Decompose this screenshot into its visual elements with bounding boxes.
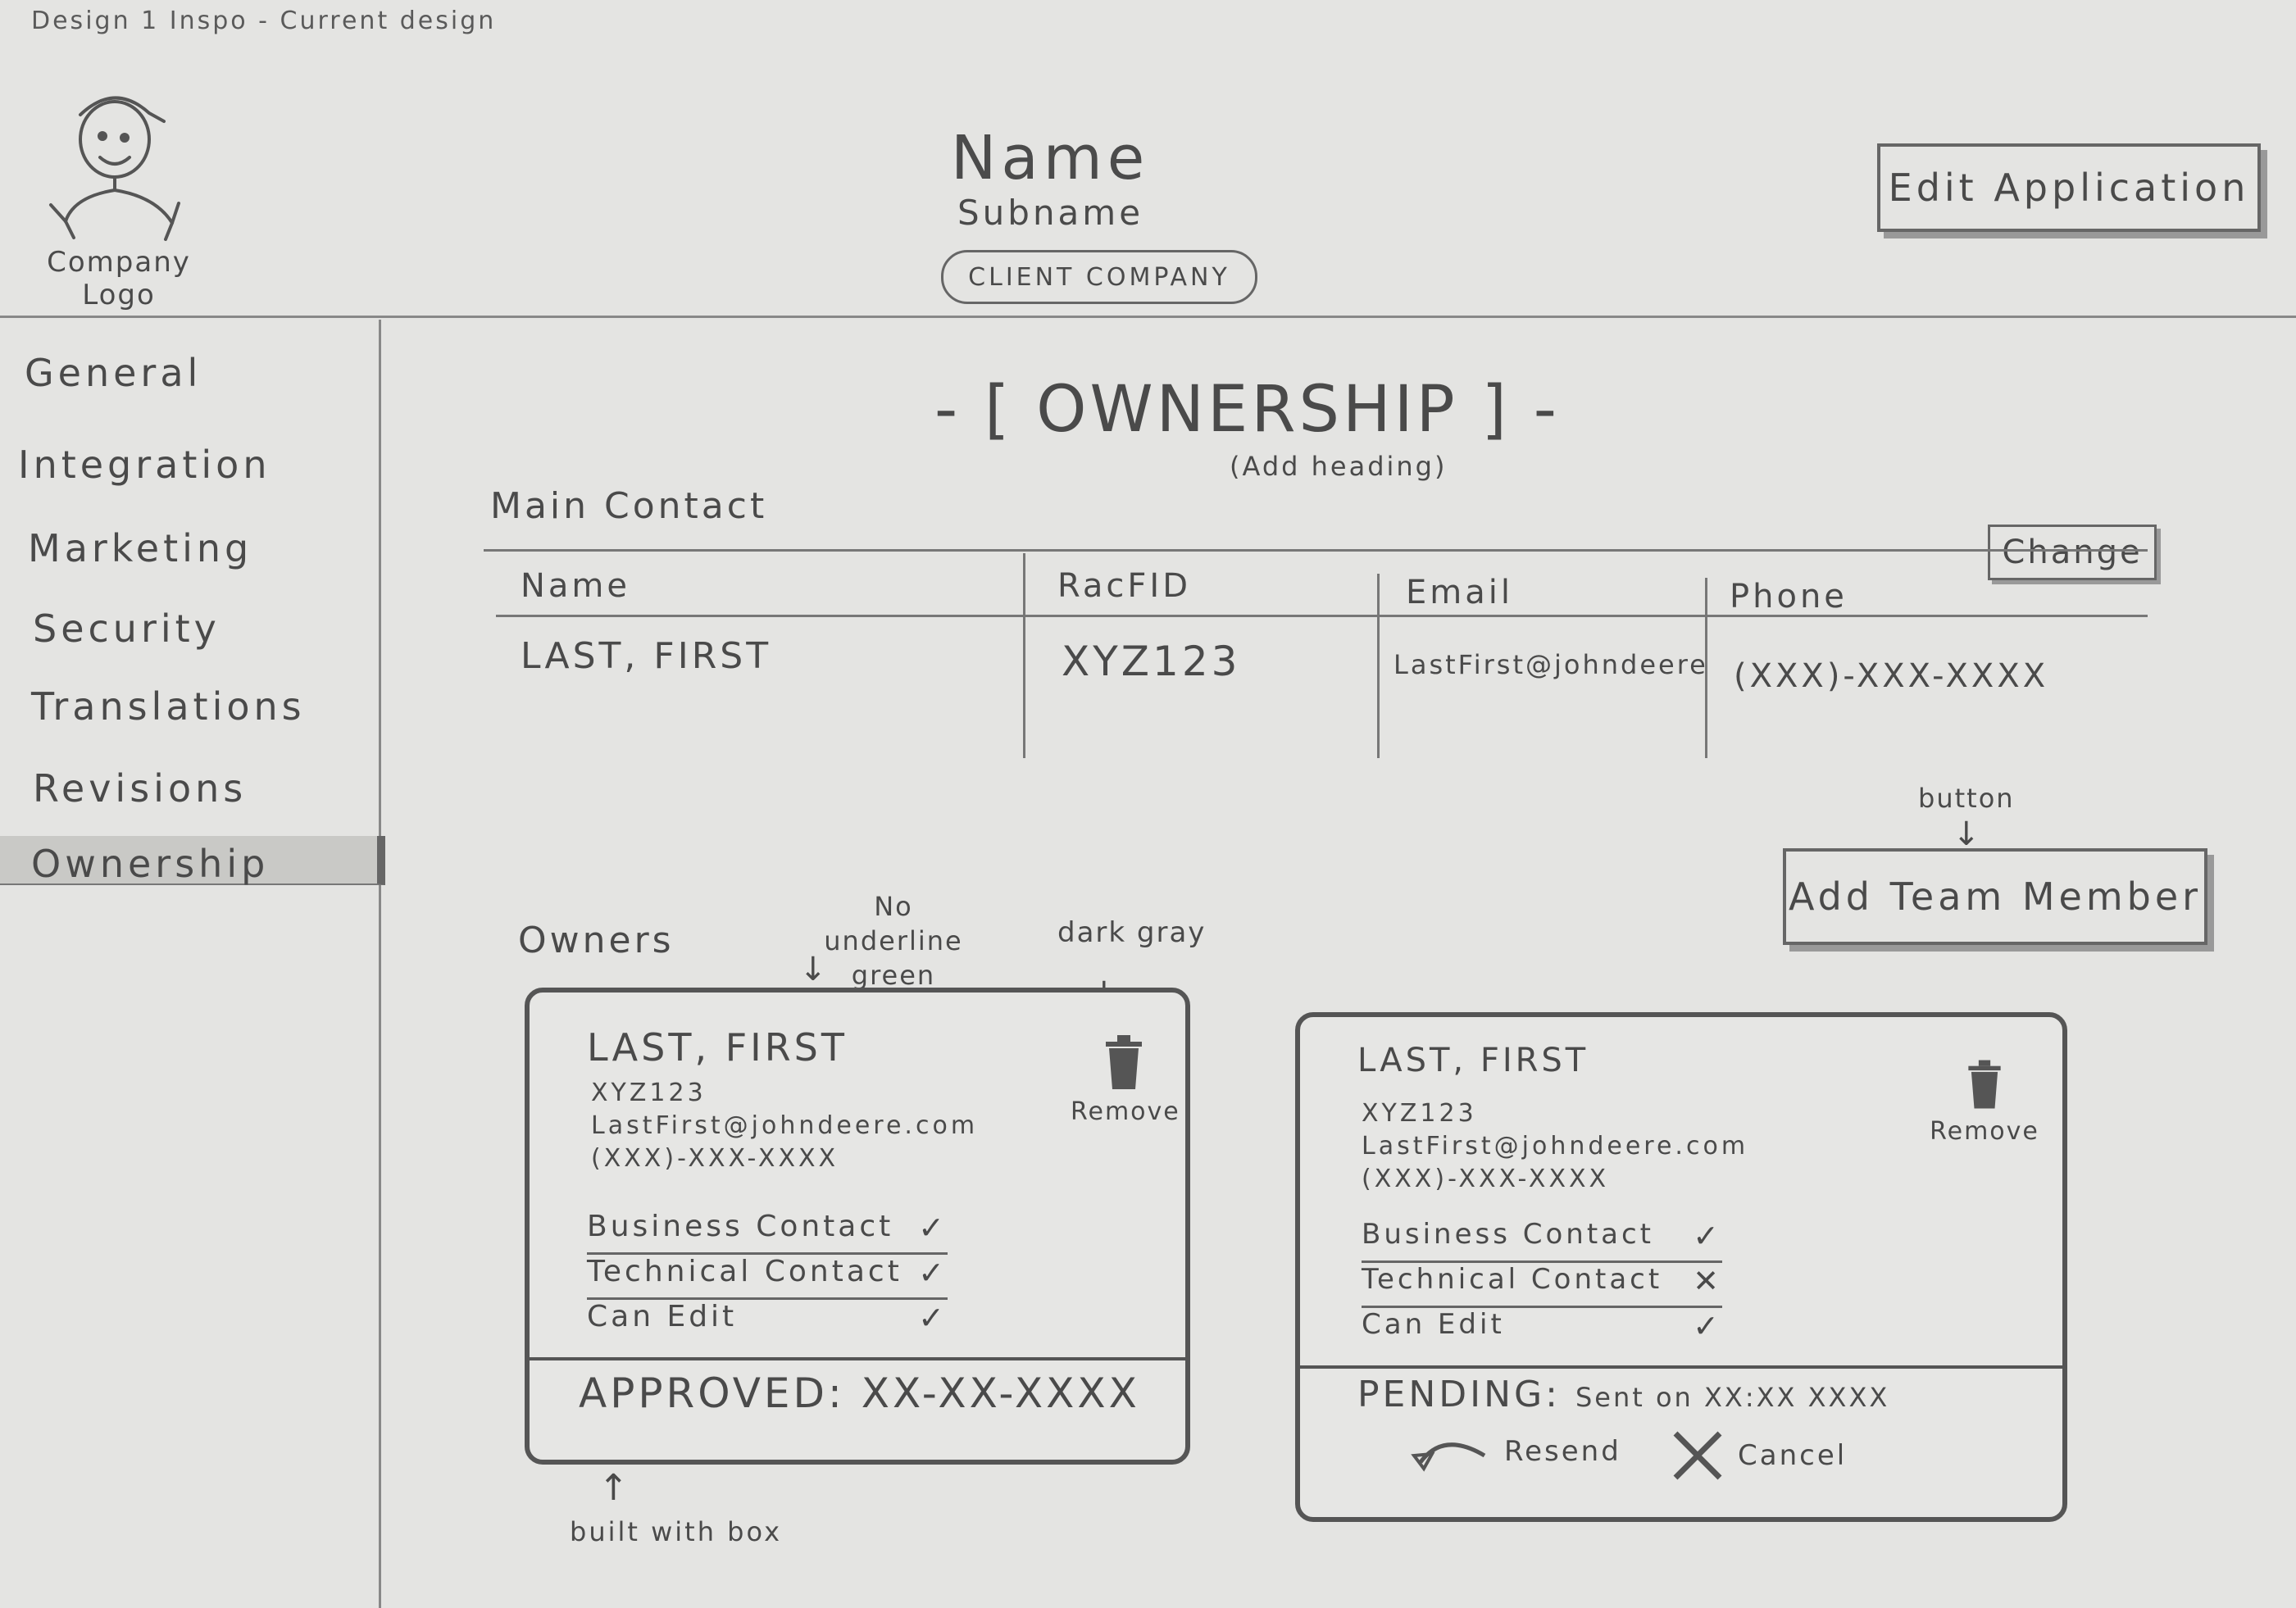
cancel-x-icon bbox=[1673, 1431, 1722, 1480]
sidebar-item-security[interactable]: Security bbox=[33, 606, 221, 651]
owner-id: XYZ123 bbox=[1362, 1099, 1477, 1128]
page-subtitle: Subname bbox=[957, 193, 1144, 233]
owner-email: LastFirst@johndeere.com bbox=[591, 1111, 979, 1140]
column-separator bbox=[1377, 574, 1380, 758]
cancel-button[interactable]: Cancel bbox=[1669, 1427, 1847, 1484]
check-icon: ✓ bbox=[918, 1255, 948, 1291]
permission-label: Technical Contact bbox=[587, 1255, 902, 1288]
permission-label: Technical Contact bbox=[1362, 1263, 1663, 1296]
up-arrow-icon: ↑ bbox=[598, 1467, 629, 1509]
company-logo-label: Company Logo bbox=[47, 246, 191, 311]
contact-name-cell: LAST, FIRST bbox=[521, 635, 772, 677]
owner-id: XYZ123 bbox=[591, 1079, 707, 1107]
permission-row: Business Contact ✓ bbox=[587, 1210, 948, 1255]
gray-annotation: dark gray bbox=[1057, 916, 1207, 949]
trash-icon bbox=[1106, 1035, 1142, 1089]
down-arrow-icon: ↓ bbox=[1953, 815, 1980, 853]
button-annotation: button bbox=[1918, 783, 2015, 814]
owner-card: LAST, FIRST XYZ123 LastFirst@johndeere.c… bbox=[525, 988, 1190, 1465]
sidebar-divider bbox=[379, 320, 381, 1608]
remove-label: Remove bbox=[1930, 1117, 2039, 1146]
column-separator bbox=[1705, 578, 1707, 758]
trash-icon bbox=[1968, 1060, 2001, 1109]
box-annotation: built with box bbox=[570, 1516, 782, 1547]
check-icon: ✓ bbox=[1693, 1308, 1722, 1344]
permission-label: Can Edit bbox=[587, 1300, 738, 1333]
client-company-badge: CLIENT COMPANY bbox=[941, 250, 1257, 304]
resend-label: Resend bbox=[1504, 1435, 1621, 1468]
cancel-label: Cancel bbox=[1738, 1439, 1848, 1472]
owners-label: Owners bbox=[518, 920, 675, 961]
pending-label: PENDING: bbox=[1357, 1374, 1561, 1415]
remove-owner-button[interactable]: Remove bbox=[1071, 1033, 1180, 1126]
permission-label: Business Contact bbox=[587, 1210, 894, 1243]
sidebar-item-ownership[interactable]: Ownership bbox=[31, 842, 270, 886]
main-contact-label: Main Contact bbox=[490, 485, 768, 527]
permission-row: Technical Contact ✕ bbox=[1362, 1263, 1722, 1308]
green-annotation: No underline green bbox=[824, 891, 963, 991]
header-divider bbox=[0, 316, 2296, 318]
permission-label: Business Contact bbox=[1362, 1218, 1655, 1251]
permission-row: Can Edit ✓ bbox=[587, 1300, 948, 1342]
section-heading: - [ OWNERSHIP ] - bbox=[934, 373, 1560, 447]
page-title: Name bbox=[951, 123, 1150, 193]
remove-label: Remove bbox=[1071, 1097, 1180, 1126]
contact-phone-cell: (XXX)-XXX-XXXX bbox=[1734, 657, 2049, 695]
column-header-name: Name bbox=[521, 567, 631, 605]
contact-email-cell: LastFirst@johndeere bbox=[1394, 649, 1708, 680]
resend-button[interactable]: Resend bbox=[1411, 1431, 1621, 1472]
column-header-phone: Phone bbox=[1730, 578, 1848, 615]
table-top-rule bbox=[484, 549, 2148, 552]
owner-phone: (XXX)-XXX-XXXX bbox=[1362, 1165, 1610, 1193]
pending-status: PENDING: Sent on XX:XX XXXX bbox=[1357, 1374, 1889, 1415]
change-contact-button[interactable]: Change bbox=[1988, 525, 2157, 580]
pending-detail: Sent on XX:XX XXXX bbox=[1575, 1382, 1890, 1413]
permission-row: Business Contact ✓ bbox=[1362, 1218, 1722, 1263]
owner-email: LastFirst@johndeere.com bbox=[1362, 1132, 1749, 1161]
sidebar-active-highlight bbox=[0, 836, 385, 885]
table-header-rule bbox=[496, 615, 2148, 617]
owner-name: LAST, FIRST bbox=[1357, 1042, 1589, 1079]
sidebar-item-general[interactable]: General bbox=[25, 351, 202, 395]
owner-card: LAST, FIRST XYZ123 LastFirst@johndeere.c… bbox=[1295, 1012, 2067, 1522]
column-header-email: Email bbox=[1406, 574, 1513, 611]
sidebar-item-marketing[interactable]: Marketing bbox=[28, 526, 253, 570]
company-logo-icon bbox=[49, 96, 180, 241]
column-separator bbox=[1023, 553, 1025, 758]
card-divider bbox=[1300, 1365, 2062, 1369]
x-icon: ✕ bbox=[1693, 1263, 1722, 1299]
permission-row: Can Edit ✓ bbox=[1362, 1308, 1722, 1351]
owner-phone: (XXX)-XXX-XXXX bbox=[591, 1144, 839, 1173]
check-icon: ✓ bbox=[918, 1210, 948, 1246]
contact-racfid-cell: XYZ123 bbox=[1062, 638, 1241, 685]
card-divider bbox=[530, 1357, 1185, 1360]
sidebar-item-revisions[interactable]: Revisions bbox=[33, 766, 248, 811]
remove-owner-button[interactable]: Remove bbox=[1923, 1058, 2046, 1146]
permission-label: Can Edit bbox=[1362, 1308, 1505, 1341]
down-arrow-icon: ↓ bbox=[799, 951, 827, 988]
heading-annotation: (Add heading) bbox=[1230, 451, 1448, 482]
check-icon: ✓ bbox=[918, 1300, 948, 1336]
sidebar-item-integration[interactable]: Integration bbox=[18, 443, 271, 487]
owner-name: LAST, FIRST bbox=[587, 1025, 848, 1070]
sidebar-item-translations[interactable]: Translations bbox=[31, 684, 306, 729]
check-icon: ✓ bbox=[1693, 1218, 1722, 1254]
permission-row: Technical Contact ✓ bbox=[587, 1255, 948, 1300]
column-header-racfid: RacFID bbox=[1057, 567, 1192, 605]
sketch-caption: Design 1 Inspo - Current design bbox=[31, 7, 497, 35]
edit-application-button[interactable]: Edit Application bbox=[1877, 143, 2261, 232]
add-team-member-button[interactable]: Add Team Member bbox=[1783, 848, 2207, 945]
resend-icon bbox=[1411, 1442, 1486, 1472]
approved-status: APPROVED: XX-XX-XXXX bbox=[579, 1370, 1140, 1417]
